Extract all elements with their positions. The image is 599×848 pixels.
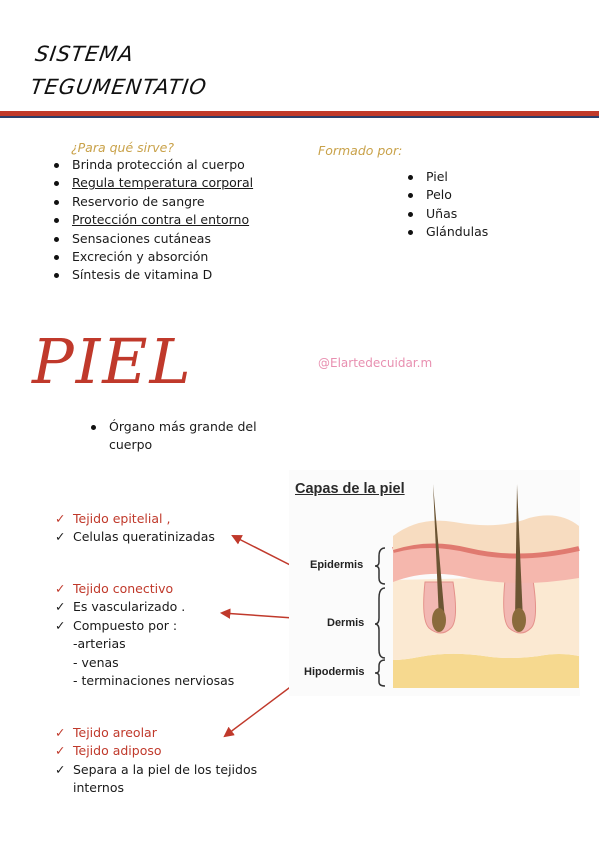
uses-list: Brinda protección al cuerpo Regula tempe… xyxy=(52,156,253,285)
hipodermis-label: Hipodermis xyxy=(304,666,365,678)
list-item: Protección contra el entorno xyxy=(52,211,253,229)
title-divider-red xyxy=(0,111,599,116)
areolar-list: ✓Tejido areolar ✓Tejido adiposo ✓Separa … xyxy=(55,724,257,798)
check-icon: ✓ xyxy=(55,529,66,545)
list-item: - terminaciones nerviosas xyxy=(73,673,235,689)
list-item: Reservorio de sangre xyxy=(52,193,253,211)
epithelial-list: ✓Tejido epitelial , ✓Celulas queratiniza… xyxy=(55,510,215,547)
formed-heading: Formado por: xyxy=(318,143,403,158)
piel-note-list: Órgano más grande del cuerpo xyxy=(89,418,257,455)
check-icon: ✓ xyxy=(55,581,66,596)
stratum-layer xyxy=(393,515,579,554)
list-item: Excreción y absorción xyxy=(52,248,253,266)
hipodermis-brace xyxy=(374,659,386,687)
list-item: Regula temperatura corporal xyxy=(52,174,253,192)
list-item: ✓Tejido adiposo xyxy=(55,742,257,760)
connective-list: ✓Tejido conectivo ✓ Es vascularizado . ✓… xyxy=(55,580,234,690)
piel-title: PIEL xyxy=(32,325,193,398)
epidermis-label: Epidermis xyxy=(310,559,364,571)
skin-illustration xyxy=(374,484,580,688)
list-item: Síntesis de vitamina D xyxy=(52,266,253,284)
hair-shaft xyxy=(515,484,523,620)
list-item: Pelo xyxy=(406,186,488,204)
hair-bulb xyxy=(432,608,446,632)
list-item: ✓Compuesto por : xyxy=(55,617,234,635)
list-item: ✓Tejido conectivo xyxy=(55,580,234,598)
check-icon: ✓ xyxy=(55,743,66,759)
check-icon: ✓ xyxy=(55,599,66,615)
list-item: Órgano más grande del cuerpo xyxy=(89,418,257,455)
list-item: ✓ Es vascularizado . xyxy=(55,598,234,616)
epidermis-boundary xyxy=(392,542,580,559)
list-item: ✓Separa a la piel de los tejidos xyxy=(55,761,257,779)
author-handle: @Elartedecuidar.m xyxy=(318,356,433,370)
check-icon: ✓ xyxy=(55,617,66,633)
epidermis-brace xyxy=(374,547,386,585)
dermis-brace xyxy=(374,587,386,659)
list-item: ✓Tejido areolar xyxy=(55,724,257,742)
list-item: Sensaciones cutáneas xyxy=(52,230,253,248)
list-item: Brinda protección al cuerpo xyxy=(52,156,253,174)
list-item: - venas xyxy=(73,654,119,670)
piel-note-line-2: cuerpo xyxy=(109,437,153,453)
skin-layers-diagram: Capas de la piel Epidermis Dermis Hipode… xyxy=(289,470,580,696)
hair-bulb xyxy=(512,608,526,632)
hipodermis-layer xyxy=(393,653,579,688)
hair-shaft xyxy=(433,484,445,620)
title-divider-blue xyxy=(0,116,599,118)
piel-note-line-1: Órgano más grande del xyxy=(109,419,257,434)
check-icon: ✓ xyxy=(55,725,66,740)
check-icon: ✓ xyxy=(55,761,66,777)
list-item: Uñas xyxy=(406,205,488,223)
list-item: Piel xyxy=(406,168,488,186)
check-icon: ✓ xyxy=(55,511,66,526)
formed-list: Piel Pelo Uñas Glándulas xyxy=(406,168,488,242)
uses-heading: ¿Para qué sirve? xyxy=(71,140,174,155)
dermis-layer xyxy=(393,576,579,660)
list-item: internos xyxy=(73,780,124,796)
list-item: ✓Celulas queratinizadas xyxy=(55,528,215,546)
dermis-label: Dermis xyxy=(327,617,365,629)
list-item: ✓Tejido epitelial , xyxy=(55,510,215,528)
arrow-hipodermis xyxy=(223,678,302,738)
diagram-title: Capas de la piel xyxy=(295,481,405,497)
list-item: -arterias xyxy=(73,636,126,652)
list-item: Glándulas xyxy=(406,223,488,241)
